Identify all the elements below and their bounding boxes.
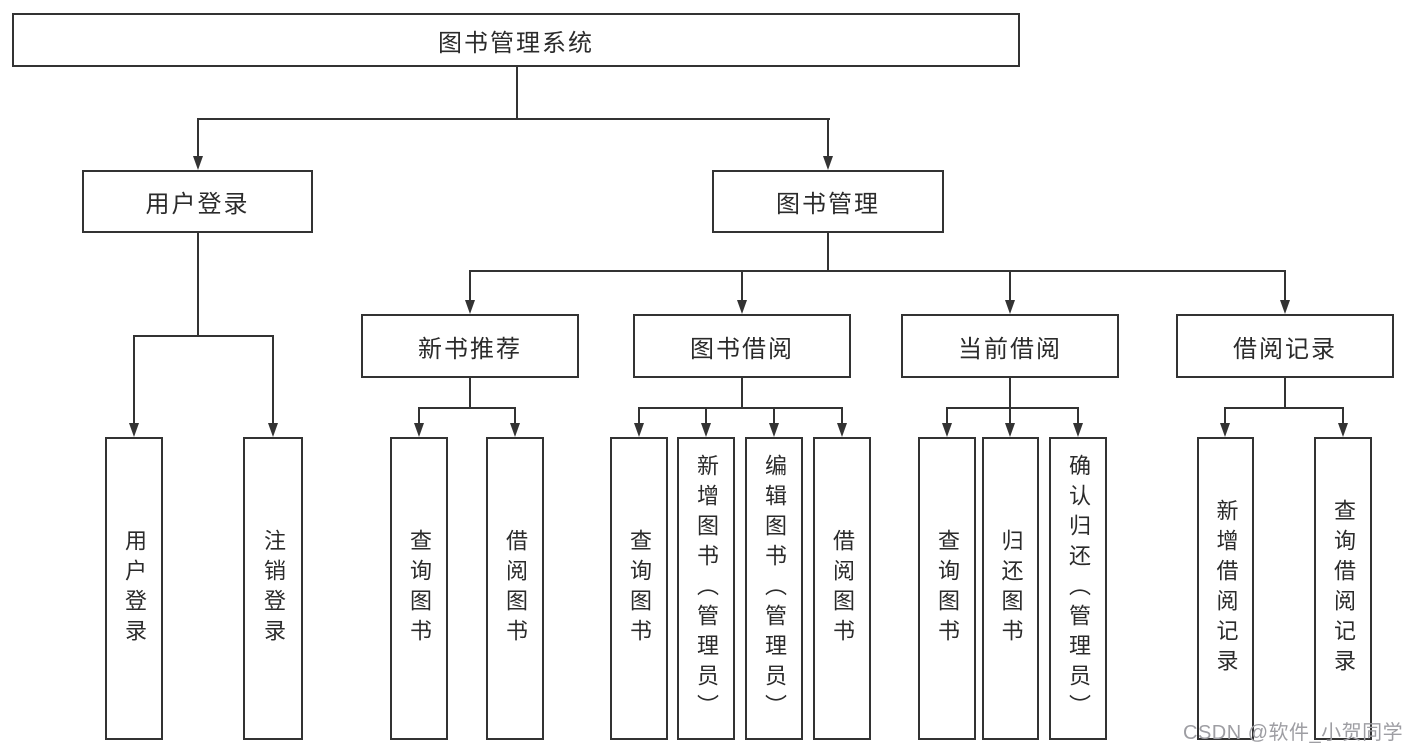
arrow-down-icon	[268, 423, 278, 437]
leaf-add-borrowing-record: 新增借阅记录	[1197, 437, 1254, 740]
leaf-query-borrowing-record: 查询借阅记录	[1314, 437, 1372, 740]
arrow-down-icon	[193, 156, 203, 170]
connector-drop	[514, 407, 516, 424]
arrow-down-icon	[129, 423, 139, 437]
node-book-management: 图书管理	[712, 170, 944, 233]
connector-drop	[638, 407, 640, 424]
node-label: 借阅记录	[1233, 335, 1337, 363]
connector-drop	[418, 407, 420, 424]
node-label: 当前借阅	[958, 335, 1062, 363]
arrow-down-icon	[1280, 300, 1290, 314]
connector-stem	[469, 378, 471, 408]
connector-hbar	[1224, 407, 1344, 409]
leaf-logout: 注销登录	[243, 437, 303, 740]
node-label: 归还图书	[998, 528, 1024, 649]
leaf-add-books-admin: 新增图书（管理员）	[677, 437, 735, 740]
leaf-edit-books-admin: 编辑图书（管理员）	[745, 437, 803, 740]
arrow-down-icon	[701, 423, 711, 437]
node-label: 确认归还（管理员）	[1066, 453, 1091, 724]
node-label: 借阅图书	[830, 528, 855, 649]
connector-drop	[272, 335, 274, 424]
node-label: 查询借阅记录	[1331, 498, 1356, 679]
leaf-return-books: 归还图书	[982, 437, 1039, 740]
connector-root-stem	[516, 67, 518, 119]
node-borrowing-records: 借阅记录	[1176, 314, 1394, 378]
node-label: 借阅图书	[503, 528, 528, 649]
connector-drop	[741, 270, 743, 301]
csdn-watermark: CSDN @软件_小贺同学	[1183, 722, 1404, 744]
arrow-down-icon	[1073, 423, 1083, 437]
node-label: 用户登录	[145, 191, 250, 218]
arrow-down-icon	[510, 423, 520, 437]
node-current-borrowing: 当前借阅	[901, 314, 1119, 378]
node-label: 新书推荐	[418, 335, 522, 363]
connector-drop	[1077, 407, 1079, 424]
connector-drop	[133, 335, 135, 424]
arrow-down-icon	[1338, 423, 1348, 437]
connector-stem	[197, 233, 199, 336]
node-label: 查询图书	[935, 528, 960, 649]
node-book-borrowing: 图书借阅	[633, 314, 851, 378]
arrow-down-icon	[1005, 423, 1015, 437]
node-new-book-recommendation: 新书推荐	[361, 314, 579, 378]
leaf-borrow-books: 借阅图书	[813, 437, 871, 740]
connector-drop	[1224, 407, 1226, 424]
node-label: 用户登录	[122, 528, 147, 649]
node-user-login: 用户登录	[82, 170, 313, 233]
connector-stem	[1009, 378, 1011, 408]
connector-stem	[741, 378, 743, 408]
connector-drop	[773, 407, 775, 424]
node-label: 新增图书（管理员）	[694, 453, 719, 724]
node-label: 编辑图书（管理员）	[762, 453, 787, 724]
connector-drop	[1342, 407, 1344, 424]
connector-drop	[1009, 270, 1011, 301]
arrow-down-icon	[737, 300, 747, 314]
connector-stem	[827, 233, 829, 271]
connector-hbar	[418, 407, 516, 409]
arrow-down-icon	[942, 423, 952, 437]
node-library-management-system: 图书管理系统	[12, 13, 1020, 67]
arrow-down-icon	[465, 300, 475, 314]
node-label: 图书管理	[776, 191, 880, 218]
connector-hbar	[638, 407, 843, 409]
connector-drop	[827, 118, 829, 158]
leaf-confirm-return-admin: 确认归还（管理员）	[1049, 437, 1107, 740]
node-label: 新增借阅记录	[1213, 498, 1239, 679]
leaf-user-login: 用户登录	[105, 437, 163, 740]
leaf-query-books-current: 查询图书	[918, 437, 976, 740]
node-label: 查询图书	[627, 528, 652, 649]
arrow-down-icon	[1220, 423, 1230, 437]
leaf-query-books-recommend: 查询图书	[390, 437, 448, 740]
arrow-down-icon	[823, 156, 833, 170]
connector-hbar	[946, 407, 1079, 409]
connector-drop	[1284, 270, 1286, 301]
arrow-down-icon	[837, 423, 847, 437]
leaf-query-books-borrowing: 查询图书	[610, 437, 668, 740]
node-label: 图书借阅	[690, 335, 794, 363]
connector-drop	[469, 270, 471, 301]
node-label: 图书管理系统	[438, 29, 594, 57]
node-label: 注销登录	[261, 528, 286, 649]
connector-hbar	[469, 270, 1286, 272]
connector-drop	[705, 407, 707, 424]
arrow-down-icon	[769, 423, 779, 437]
connector-drop	[1009, 407, 1011, 424]
arrow-down-icon	[634, 423, 644, 437]
connector-drop	[841, 407, 843, 424]
node-label: 查询图书	[407, 528, 432, 649]
connector-drop	[197, 118, 199, 158]
arrow-down-icon	[414, 423, 424, 437]
leaf-borrow-books-recommend: 借阅图书	[486, 437, 544, 740]
arrow-down-icon	[1005, 300, 1015, 314]
connector-stem	[1284, 378, 1286, 408]
connector-drop	[946, 407, 948, 424]
connector-hbar	[133, 335, 274, 337]
connector-root-hbar	[197, 118, 830, 120]
